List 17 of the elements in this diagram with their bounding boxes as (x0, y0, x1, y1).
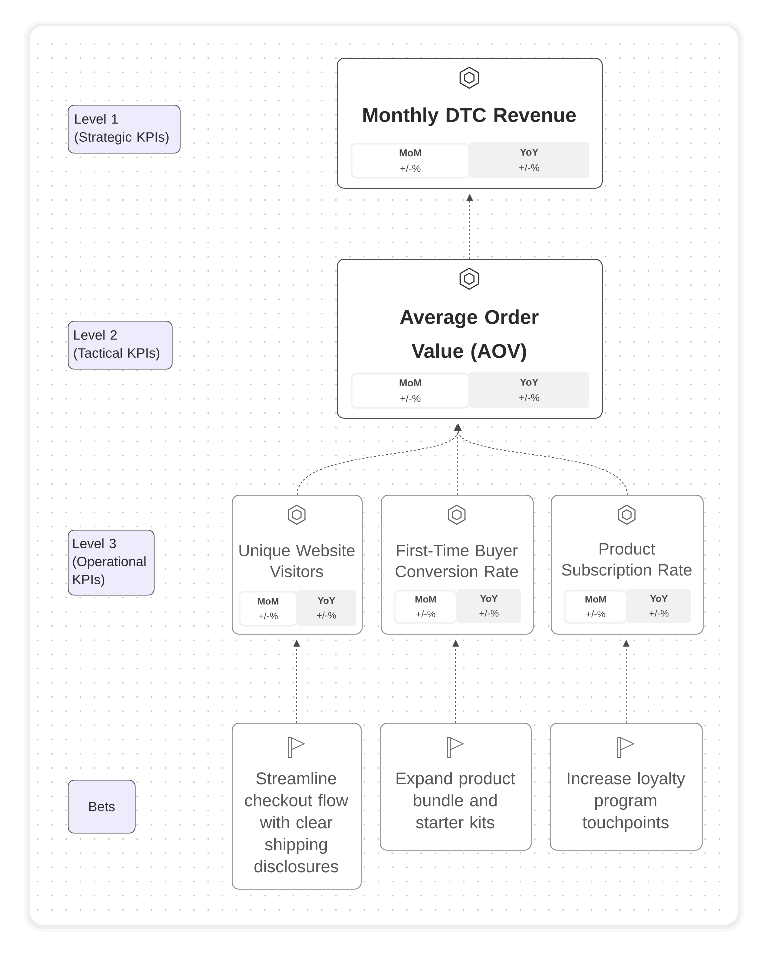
level-tag: Bets (68, 780, 136, 834)
metric-cell: MoM +/-% (394, 590, 458, 624)
metric-cell: MoM +/-% (238, 590, 298, 627)
metric-cell: MoM +/-% (350, 372, 470, 409)
bet-card: Increase loyalty program touchpoints (550, 723, 703, 851)
metric-cell: YoY +/-% (627, 589, 692, 624)
metric-cell: MoM +/-% (564, 590, 628, 624)
metric-cell: YoY +/-% (297, 590, 356, 626)
metric-cell: MoM +/-% (350, 142, 470, 179)
bet-card: Expand product bundle and starter kits (380, 723, 532, 851)
level-tag: Level 3 (Operational KPIs) (68, 530, 155, 596)
metric-cell: YoY +/-% (457, 589, 522, 624)
metric-cell: YoY +/-% (470, 372, 590, 408)
metric-cell: YoY +/-% (470, 142, 590, 178)
level-tag: Level 2 (Tactical KPIs) (68, 321, 173, 370)
bet-card: Streamline checkout flow with clear shipping disclosures (232, 723, 362, 890)
level-tag: Level 1 (Strategic KPIs) (68, 105, 181, 154)
